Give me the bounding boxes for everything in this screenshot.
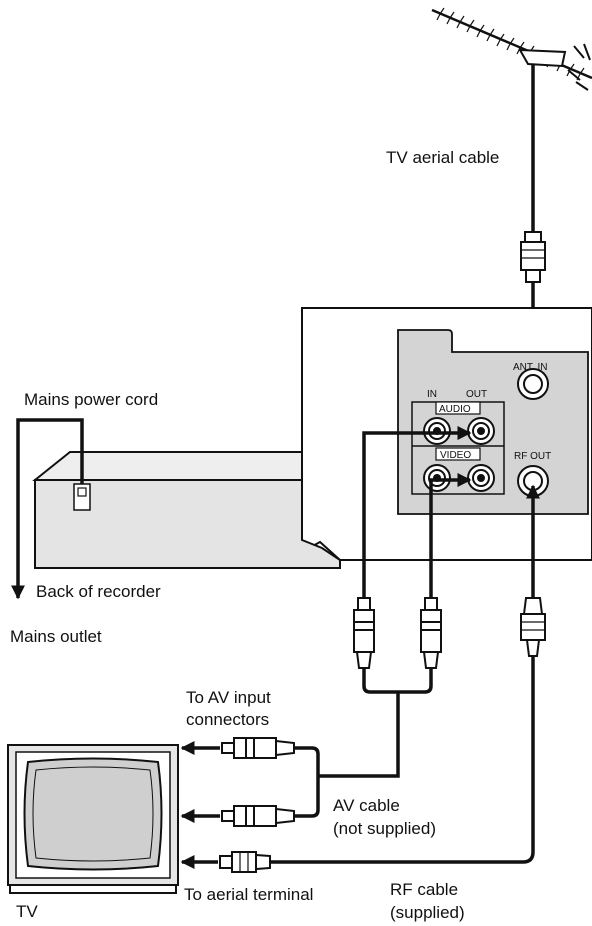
to-av-input-label-line2: connectors: [186, 710, 269, 729]
panel-in-label: IN: [427, 389, 437, 400]
audio-out-jack[interactable]: [467, 417, 495, 445]
rca-plug-video: [420, 597, 442, 686]
rf-cable: [180, 484, 546, 873]
to-av-input-label-line1: To AV input: [186, 688, 271, 707]
panel-out-label: OUT: [466, 389, 487, 400]
tv-aerial-icon: [431, 7, 592, 180]
av-cable: [294, 685, 433, 818]
tv-label: TV: [16, 902, 38, 921]
panel-audio-label: AUDIO: [439, 404, 471, 415]
mains-outlet-label: Mains outlet: [10, 627, 102, 646]
tv-icon: [7, 744, 179, 894]
panel-rf-out-label: RF OUT: [514, 451, 551, 462]
av-cable-label-line2: (not supplied): [333, 819, 436, 838]
rca-plug-tv-video: [221, 805, 295, 827]
av-cable-recorder-end: [362, 426, 472, 598]
rca-plug-audio: [353, 597, 375, 686]
rf-cable-label-line1: RF cable: [390, 880, 458, 899]
ant-in-jack[interactable]: [517, 368, 549, 400]
audio-in-jack[interactable]: [423, 417, 451, 445]
av-cable-label-line1: AV cable: [333, 796, 400, 815]
to-aerial-terminal-label: To aerial terminal: [184, 885, 313, 904]
rca-plug-tv-audio: [221, 737, 295, 759]
video-in-jack[interactable]: [423, 464, 451, 492]
mains-power-cord: [10, 418, 84, 600]
mains-power-cord-label: Mains power cord: [24, 390, 158, 409]
video-out-jack[interactable]: [467, 464, 495, 492]
panel-video-label: VIDEO: [440, 450, 471, 461]
back-of-recorder-label: Back of recorder: [36, 582, 161, 601]
rf-cable-label-line2: (supplied): [390, 903, 465, 922]
panel-ant-in-label: ANT. IN: [513, 362, 547, 373]
tv-aerial-cable-label: TV aerial cable: [386, 148, 499, 167]
